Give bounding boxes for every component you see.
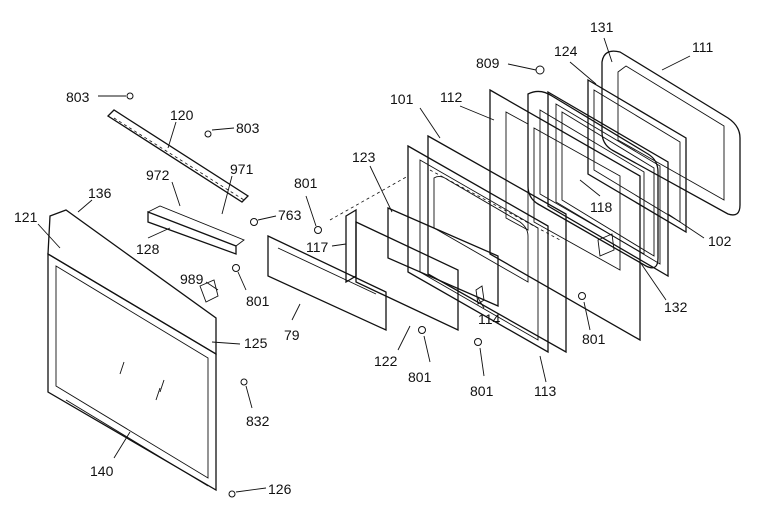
part-117-bracket: [345, 208, 357, 284]
label-989: 989: [180, 271, 204, 287]
label-128: 128: [136, 241, 160, 257]
screw-803-b: [204, 130, 212, 138]
leader-lines: [37, 37, 705, 493]
label-111: 111: [692, 39, 713, 55]
label-132: 132: [664, 299, 688, 315]
label-809: 809: [476, 55, 500, 71]
part-111-rear-frame: [601, 50, 741, 216]
screw-126: [228, 490, 236, 498]
label-801-e: 801: [582, 331, 606, 347]
label-124: 124: [554, 43, 578, 59]
part-132-door-liner: [527, 90, 659, 269]
screw-763: [250, 218, 258, 226]
part-120-top-strip: [106, 109, 250, 203]
label-801-a: 801: [246, 293, 270, 309]
part-128-bracket: [147, 205, 245, 303]
label-801-b: 801: [294, 175, 318, 191]
label-972: 972: [146, 167, 170, 183]
label-121: 121: [14, 209, 38, 225]
label-113: 113: [534, 383, 557, 399]
label-801-d: 801: [470, 383, 494, 399]
label-126: 126: [268, 481, 292, 497]
label-118: 118: [590, 199, 613, 215]
label-79: 79: [284, 327, 300, 343]
label-117: 117: [306, 239, 329, 255]
screw-801-b: [314, 226, 322, 234]
part-101-inner-door: [427, 134, 567, 354]
label-131: 131: [590, 19, 614, 35]
screw-801-c: [418, 326, 426, 334]
label-102: 102: [708, 233, 732, 249]
label-123: 123: [352, 149, 376, 165]
label-114: 114: [478, 311, 501, 327]
label-801-c: 801: [408, 369, 432, 385]
part-102-inner-frame: [547, 90, 669, 278]
part-113-door-panel: [329, 144, 561, 354]
screw-832: [240, 378, 248, 386]
label-763: 763: [278, 207, 302, 223]
screw-803-a: [126, 92, 134, 100]
screw-801-a: [232, 264, 240, 272]
label-122: 122: [374, 353, 398, 369]
part-121-outer-door: [47, 209, 217, 492]
part-labels: 803 120 803 972 971 136 121 128 763 989 …: [14, 19, 732, 497]
label-803-b: 803: [236, 120, 260, 136]
part-112-panel: [489, 88, 641, 342]
screw-801-e: [578, 292, 586, 300]
screws: [126, 65, 586, 498]
label-112: 112: [440, 89, 463, 105]
screw-801-d: [474, 338, 482, 346]
label-136: 136: [88, 185, 112, 201]
screw-809: [535, 65, 545, 75]
label-140: 140: [90, 463, 114, 479]
label-971: 971: [230, 161, 254, 177]
label-101: 101: [390, 91, 414, 107]
label-832: 832: [246, 413, 270, 429]
label-125: 125: [244, 335, 268, 351]
part-123-glass: [387, 207, 499, 307]
label-120: 120: [170, 107, 194, 123]
label-803-a: 803: [66, 89, 90, 105]
part-79-handle: [267, 234, 387, 332]
